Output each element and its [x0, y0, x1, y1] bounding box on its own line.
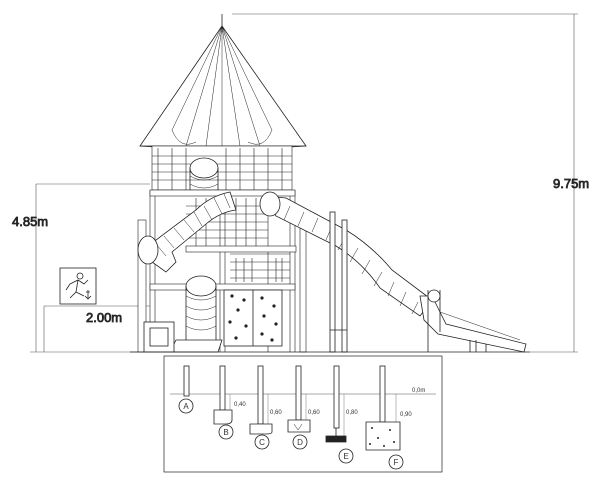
left-tube-slide — [137, 157, 237, 273]
fall-warning-pictogram-icon — [59, 267, 97, 305]
foundation-type-e: 0,80 E — [325, 365, 358, 464]
svg-text:0,60: 0,60 — [270, 410, 282, 416]
climbing-holds-icon — [228, 294, 278, 342]
svg-text:B: B — [223, 428, 228, 437]
svg-text:0,60: 0,60 — [308, 410, 320, 416]
climbing-wall — [223, 289, 283, 347]
svg-text:0,80: 0,80 — [346, 410, 358, 416]
svg-text:E: E — [343, 452, 348, 461]
lower-tube-slide — [169, 275, 223, 353]
svg-text:0,40: 0,40 — [234, 402, 246, 408]
svg-text:D: D — [297, 438, 303, 447]
ground-level-label: 0,0m — [412, 388, 425, 394]
dimension-lines — [30, 13, 578, 353]
foundation-type-f: 0,90 F — [365, 365, 412, 470]
total-height-label: 9.75m — [553, 176, 589, 191]
foundation-type-c: 0,60 C — [249, 365, 282, 450]
foundation-type-a: A — [178, 365, 194, 414]
foundation-detail-panel: 0,0m A 0,40 B 0,60 C — [163, 355, 443, 473]
tower-roof — [139, 14, 307, 150]
svg-text:C: C — [259, 438, 265, 447]
free-fall-height-label: 2.00m — [86, 310, 122, 325]
foundation-type-b: 0,40 B — [213, 365, 246, 440]
platform-height-label: 4.85m — [12, 214, 48, 229]
svg-text:F: F — [394, 458, 399, 467]
svg-text:A: A — [183, 402, 189, 411]
svg-text:0,90: 0,90 — [400, 412, 412, 418]
tower-base — [130, 321, 530, 353]
foundation-type-d: 0,60 D — [287, 365, 320, 450]
tower-structure — [137, 145, 307, 353]
